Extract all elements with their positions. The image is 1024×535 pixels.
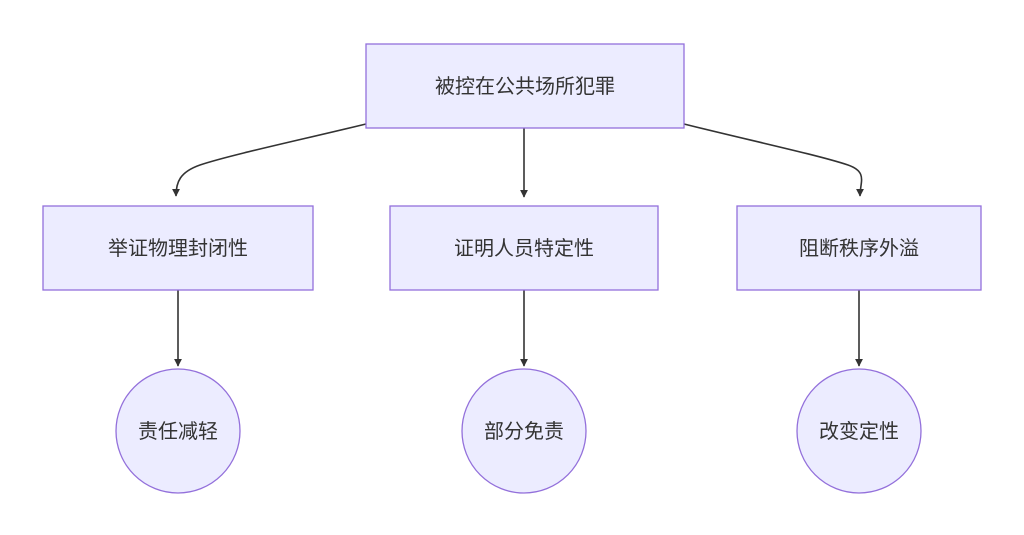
branch-node-1-label: 举证物理封闭性 (108, 236, 248, 260)
branch-node-2-label: 证明人员特定性 (454, 236, 594, 260)
branch-node-2: 证明人员特定性 (389, 205, 659, 291)
outcome-node-1: 责任减轻 (115, 368, 241, 494)
edge-root-to-branch-1 (172, 123, 367, 197)
outcome-node-2-label: 部分免责 (484, 419, 564, 443)
edge-root-to-branch-3 (683, 123, 865, 197)
outcome-node-1-label: 责任减轻 (138, 419, 218, 443)
outcome-node-3-label: 改变定性 (819, 419, 899, 443)
branch-node-3-label: 阻断秩序外溢 (799, 236, 919, 260)
branch-node-3: 阻断秩序外溢 (736, 205, 982, 291)
root-node: 被控在公共场所犯罪 (365, 43, 685, 129)
branch-node-1: 举证物理封闭性 (42, 205, 314, 291)
edges (172, 123, 865, 367)
root-node-label: 被控在公共场所犯罪 (435, 74, 615, 98)
outcome-node-2: 部分免责 (461, 368, 587, 494)
outcome-node-3: 改变定性 (796, 368, 922, 494)
